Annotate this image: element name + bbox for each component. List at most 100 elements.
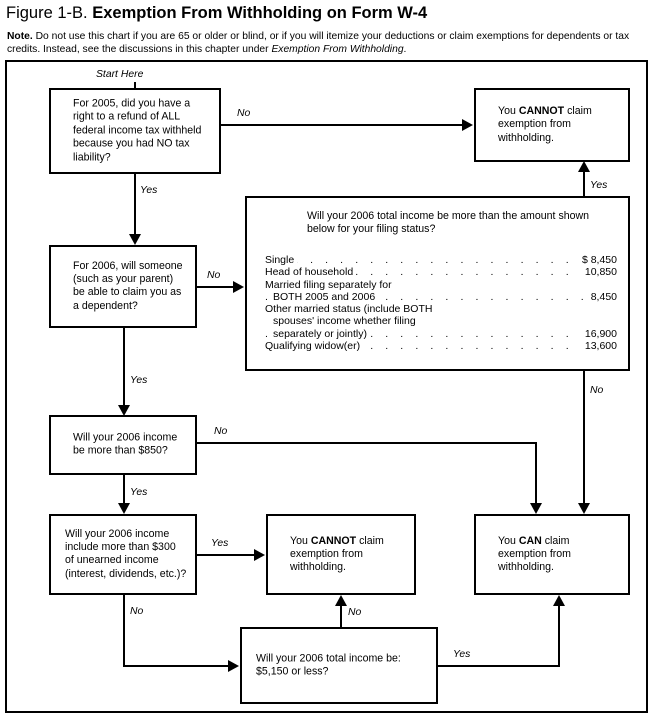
connector-q4-yes-arrowhead (254, 549, 265, 561)
connector-q2-yes-line (123, 328, 125, 405)
decision-box-total-income-5150-text: Will your 2006 total income be: $5,150 o… (242, 652, 436, 679)
figure-title-text: Exemption From Withholding on Form W-4 (92, 4, 428, 22)
filing-status-label: spouses' income whether filing (273, 315, 419, 329)
connector-q5-yes-arrowhead (553, 595, 565, 606)
can-strong: CAN (518, 534, 542, 547)
connector-q4-no-hline (123, 665, 228, 667)
connector-q1-no-line (221, 124, 462, 126)
decision-box-filing-status-table[interactable]: Will your 2006 total income be more than… (245, 196, 630, 371)
connector-q5-yes-hline (438, 665, 560, 667)
connector-table-yes-arrowhead (578, 161, 590, 172)
filing-status-row: . . . . . . . . . . . . . . . . . . . . … (265, 327, 617, 342)
connector-q4-yes-line (197, 554, 254, 556)
figure-label: Figure 1-B. (6, 4, 88, 22)
can-line2: exemption from (498, 547, 572, 560)
connector-q1-yes-line (134, 174, 136, 234)
filing-status-row: . . . . . . . . . . . . . . . . . . . . … (265, 254, 617, 268)
note-lead: Note. (7, 31, 33, 42)
connector-q2-no-arrowhead (233, 281, 244, 293)
filing-status-row: . . . . . . . . . . . . . . . . . . . . … (265, 303, 617, 317)
can-line3: withholding. (498, 561, 554, 574)
connector-q1-no-arrowhead (462, 119, 473, 131)
filing-status-label: Married filing separately for (265, 278, 395, 292)
q5-line2: $5,150 or less? (256, 665, 329, 678)
connector-table-no-line (583, 371, 585, 503)
connector-q3-no-arrowhead (530, 503, 542, 514)
filing-status-label: Head of household (265, 266, 357, 280)
connector-q4-no-arrowhead (228, 660, 239, 672)
figure-note: Note. Do not use this chart if you are 6… (7, 30, 647, 56)
note-emphasis: Exemption From Withholding (271, 44, 404, 55)
edge-label-table-no: No (590, 385, 604, 396)
start-here-label: Start Here (96, 69, 144, 80)
note-body-1: Do not use this chart if you are 65 or o… (7, 31, 630, 55)
note-body-2: . (403, 44, 407, 55)
filing-status-label: BOTH 2005 and 2006 (273, 290, 379, 305)
filing-status-amount: 10,850 (580, 266, 617, 280)
filing-status-amount: 8,450 (586, 290, 617, 305)
result-box-cannot-claim-top-text: You CANNOT claim exemption from withhold… (476, 105, 628, 145)
cannot1-strong: CANNOT (518, 104, 565, 117)
page-title: Figure 1-B. Exemption From Withholding o… (6, 4, 427, 23)
connector-start-to-q1 (134, 82, 136, 88)
connector-q3-yes-line (123, 475, 125, 503)
q5-line1: Will your 2006 total income be: (256, 652, 401, 665)
filing-status-label: Single (265, 254, 298, 268)
edge-label-q1-yes: Yes (140, 185, 158, 196)
filing-status-leader-dots: . . . . . . . . . . . . . . . . . . . . … (265, 254, 617, 266)
connector-table-no-arrowhead (578, 503, 590, 514)
decision-box-income-over-850[interactable]: Will your 2006 income be more than $850? (49, 415, 197, 475)
result-box-cannot-claim-top[interactable]: You CANNOT claim exemption from withhold… (474, 88, 630, 162)
edge-label-q5-yes: Yes (453, 649, 471, 660)
edge-label-table-yes: Yes (590, 180, 608, 191)
can-pre: You (498, 534, 519, 547)
result-box-cannot-claim-bottom[interactable]: You CANNOT claim exemption from withhold… (266, 514, 416, 595)
cannot2-post: claim (356, 534, 384, 547)
filing-status-row: . . . . . . . . . . . . . . . . . . . . … (265, 266, 617, 280)
edge-label-q4-yes: Yes (211, 538, 229, 549)
connector-q5-no-arrowhead (335, 595, 347, 606)
edge-label-q2-no: No (207, 270, 221, 281)
filing-status-label: separately or jointly) (273, 327, 370, 342)
can-post: claim (541, 534, 570, 547)
connector-q4-no-vline (123, 595, 125, 667)
connector-table-yes-line (583, 172, 585, 197)
decision-box-income-over-850-text: Will your 2006 income be more than $850? (73, 431, 178, 457)
cannot2-line2: exemption from (290, 547, 364, 560)
cannot2-pre: You (290, 534, 311, 547)
filing-status-label: Qualifying widow(er) (265, 340, 364, 354)
cannot1-line2: exemption from (498, 118, 572, 131)
result-box-can-claim-text: You CAN claim exemption from withholding… (476, 534, 628, 574)
decision-box-unearned-income-300[interactable]: Will your 2006 income include more than … (49, 514, 197, 595)
connector-q5-yes-vline (558, 606, 560, 667)
filing-status-amount: 13,600 (580, 340, 617, 354)
decision-box-dependent-2006[interactable]: For 2006, will someone (such as your par… (49, 245, 197, 328)
edge-label-q2-yes: Yes (130, 375, 148, 386)
cannot2-strong: CANNOT (310, 534, 357, 547)
connector-q5-no-line (340, 606, 342, 627)
chart-frame (5, 60, 648, 713)
connector-q2-no-line (197, 286, 233, 288)
filing-status-row: . . . . . . . . . . . . . . . . . . . . … (265, 340, 617, 354)
filing-status-row: . . . . . . . . . . . . . . . . . . . . … (265, 315, 617, 329)
filing-status-row: . . . . . . . . . . . . . . . . . . . . … (265, 290, 617, 305)
edge-label-q3-no: No (214, 426, 228, 437)
filing-status-amount: 16,900 (580, 327, 617, 342)
cannot1-pre: You (498, 104, 519, 117)
result-box-can-claim[interactable]: You CAN claim exemption from withholding… (474, 514, 630, 595)
decision-box-refund-2005[interactable]: For 2005, did you have a right to a refu… (49, 88, 221, 174)
decision-box-dependent-2006-text: For 2006, will someone (such as your par… (73, 259, 183, 312)
filing-status-amount: $ 8,450 (577, 254, 617, 268)
connector-q1-yes-arrowhead (129, 234, 141, 245)
cannot1-post: claim (564, 104, 592, 117)
edge-label-q1-no: No (237, 108, 251, 119)
decision-box-refund-2005-text: For 2005, did you have a right to a refu… (73, 97, 202, 164)
filing-status-table: . . . . . . . . . . . . . . . . . . . . … (265, 254, 617, 354)
edge-label-q3-yes: Yes (130, 487, 148, 498)
connector-q2-yes-arrowhead (118, 405, 130, 416)
cannot2-line3: withholding. (290, 561, 346, 574)
cannot1-line3: withholding. (498, 131, 554, 144)
decision-box-total-income-5150[interactable]: Will your 2006 total income be: $5,150 o… (240, 627, 438, 704)
connector-q3-yes-arrowhead (118, 503, 130, 514)
